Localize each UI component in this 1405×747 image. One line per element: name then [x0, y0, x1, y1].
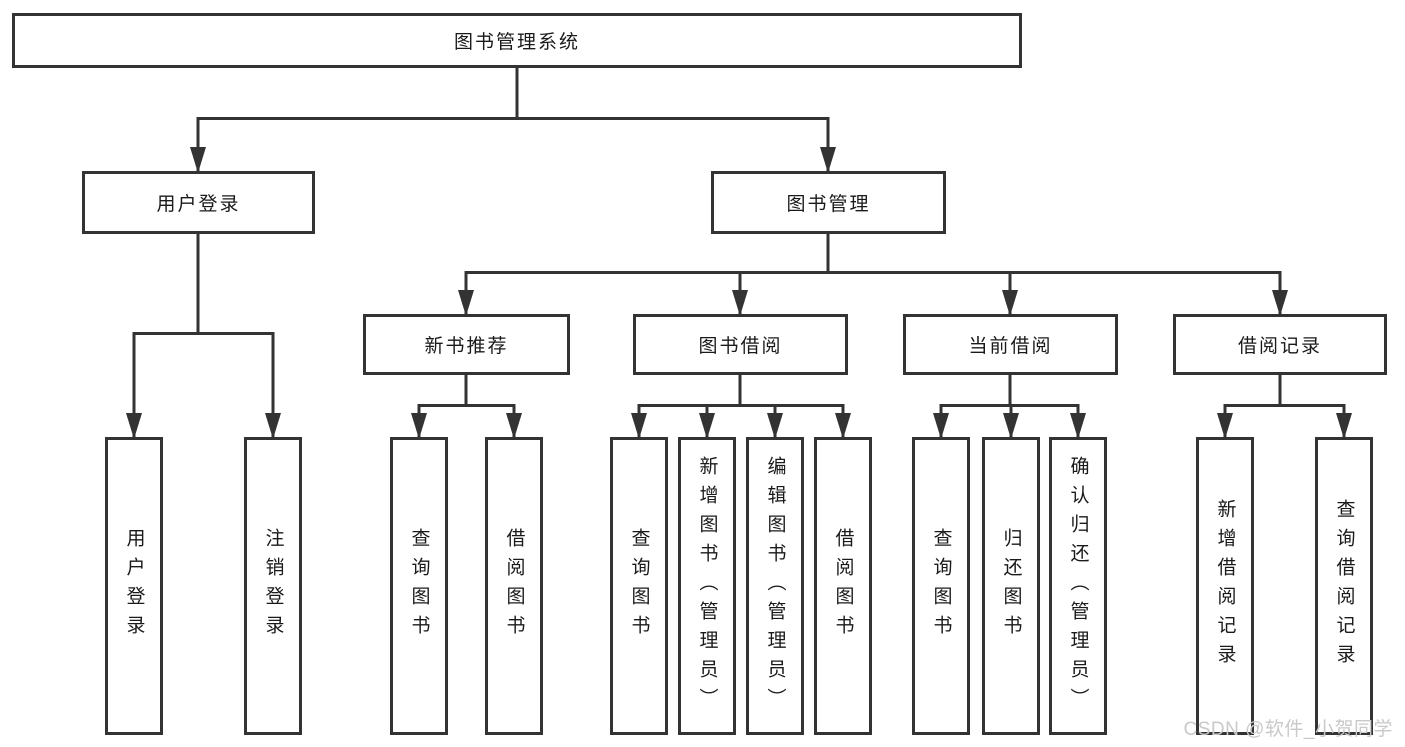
connector-borrow-record — [1223, 375, 1346, 437]
arrowhead — [411, 413, 427, 439]
leaf-user-login: 用户登录 — [105, 437, 163, 735]
connector-new-book-rec — [417, 375, 516, 437]
arrowhead — [732, 290, 748, 316]
leaf-bookborrow-edit: 编辑图书（管理员） — [746, 437, 804, 735]
arrowhead — [1002, 290, 1018, 316]
arrowhead — [265, 413, 281, 439]
leaf-record-add: 新增借阅记录 — [1196, 437, 1254, 735]
arrowhead — [820, 147, 836, 173]
leaf-current-return: 归还图书 — [982, 437, 1040, 735]
arrowhead — [1336, 413, 1352, 439]
arrowhead — [458, 290, 474, 316]
node-book-borrow: 图书借阅 — [633, 314, 848, 375]
node-current-borrow: 当前借阅 — [903, 314, 1118, 375]
node-user-login: 用户登录 — [82, 171, 315, 234]
arrowhead — [933, 413, 949, 439]
leaf-current-query: 查询图书 — [912, 437, 970, 735]
arrowhead — [1070, 413, 1086, 439]
leaf-bookborrow-borrow: 借阅图书 — [814, 437, 872, 735]
leaf-bookborrow-add: 新增图书（管理员） — [678, 437, 736, 735]
leaf-current-confirm: 确认归还（管理员） — [1049, 437, 1107, 735]
csdn-watermark: CSDN @软件_小贺同学 — [1183, 719, 1393, 740]
connector-book-borrow — [637, 375, 845, 437]
leaf-newbook-borrow: 借阅图书 — [485, 437, 543, 735]
arrowhead — [1003, 413, 1019, 439]
connector-user-login — [132, 234, 275, 437]
arrowhead — [767, 413, 783, 439]
leaf-logout: 注销登录 — [244, 437, 302, 735]
arrowhead — [699, 413, 715, 439]
node-book-mgmt: 图书管理 — [711, 171, 946, 234]
leaf-newbook-query: 查询图书 — [390, 437, 448, 735]
arrowhead — [506, 413, 522, 439]
node-borrow-record: 借阅记录 — [1173, 314, 1387, 375]
leaf-record-query: 查询借阅记录 — [1315, 437, 1373, 735]
arrowhead — [835, 413, 851, 439]
arrowhead — [126, 413, 142, 439]
connector-root — [196, 68, 830, 171]
node-root: 图书管理系统 — [12, 13, 1022, 68]
arrowhead — [1272, 290, 1288, 316]
arrowheads — [126, 147, 1352, 439]
connector-book-mgmt — [464, 234, 1282, 314]
leaf-bookborrow-query: 查询图书 — [610, 437, 668, 735]
arrowhead — [190, 147, 206, 173]
arrowhead — [1217, 413, 1233, 439]
node-new-book-rec: 新书推荐 — [363, 314, 570, 375]
arrowhead — [631, 413, 647, 439]
